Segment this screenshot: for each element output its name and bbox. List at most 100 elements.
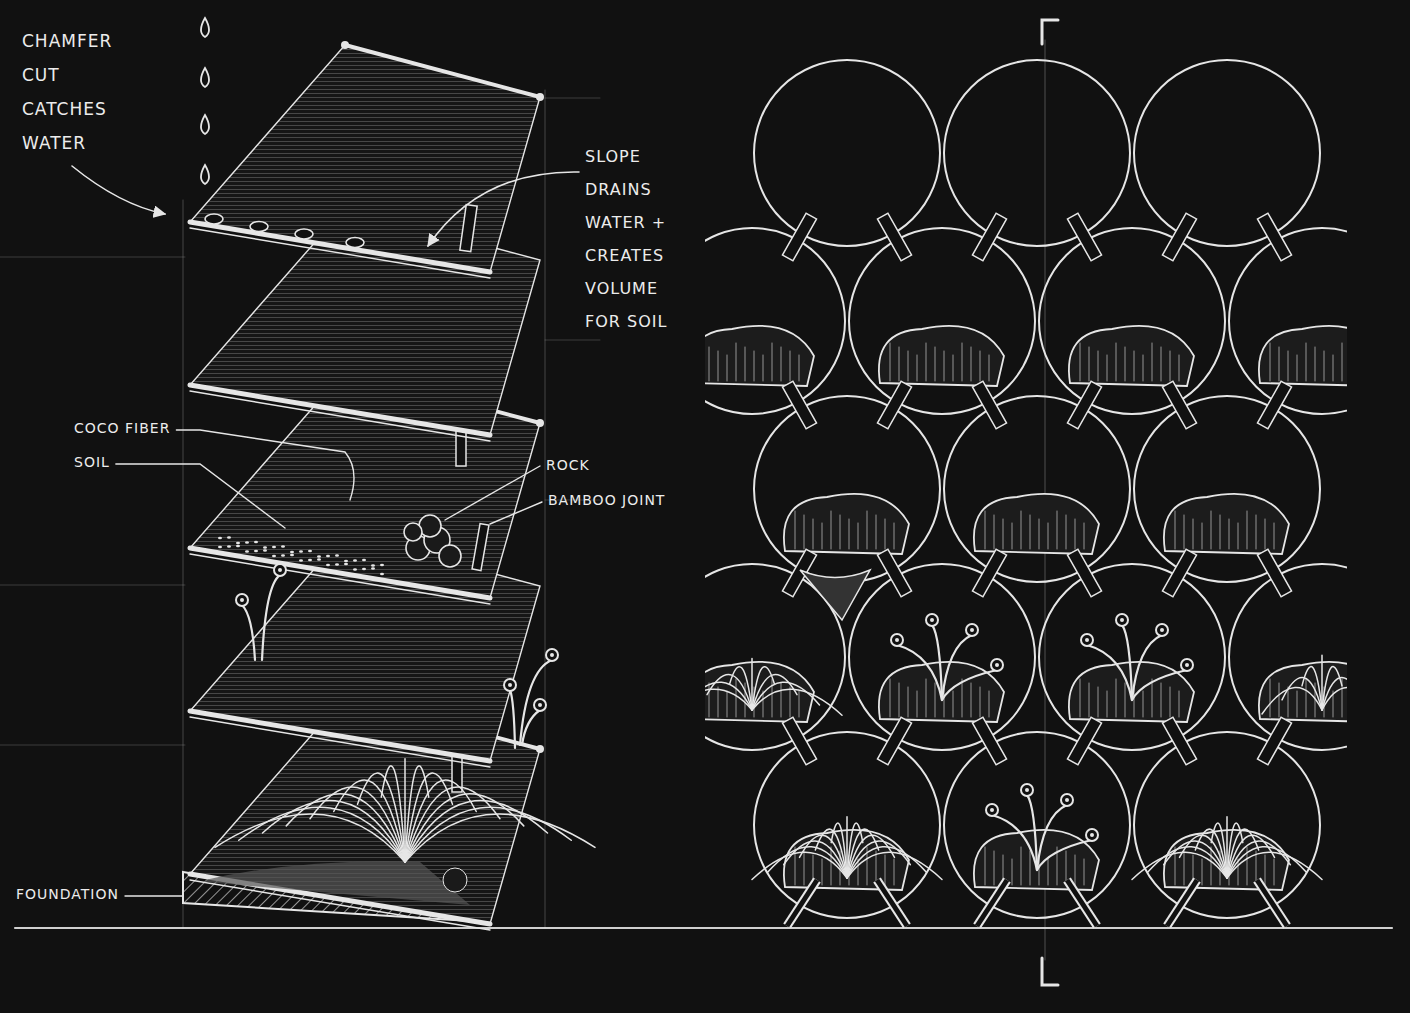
- panel-bottom-edge: [190, 711, 490, 761]
- bamboo-leg-core: [1167, 880, 1197, 926]
- soil-hatch: [985, 511, 986, 549]
- bamboo-joint: [877, 381, 911, 429]
- guide-line: [545, 98, 600, 99]
- flower-head: [986, 804, 998, 816]
- flower-head: [534, 699, 546, 711]
- flower: [942, 624, 978, 700]
- flower-head: [1061, 794, 1073, 806]
- flower-head: [236, 594, 248, 606]
- soil-hatch: [1107, 355, 1108, 381]
- soil-hatch: [1306, 679, 1307, 717]
- guide-line: [545, 90, 546, 928]
- soil-hatch: [799, 691, 800, 717]
- soil-hatch: [1270, 343, 1271, 381]
- soil-hatch: [1265, 519, 1266, 549]
- soil-hatch: [804, 851, 805, 885]
- flower: [262, 564, 286, 660]
- soil-speck: [380, 564, 384, 566]
- leader-line: [125, 895, 182, 896]
- flower: [522, 699, 546, 745]
- water-drop: [201, 68, 209, 87]
- soil-hatch: [790, 351, 791, 381]
- soil-outline: [974, 494, 1099, 554]
- soil-speck: [254, 550, 258, 552]
- soil-hatch: [1125, 347, 1126, 381]
- flower-center: [1185, 663, 1189, 667]
- planter-ring: [754, 396, 940, 582]
- planter-ring: [705, 228, 845, 414]
- panel-corner: [536, 419, 544, 427]
- soil-hatch: [971, 683, 972, 717]
- plant-frond: [705, 689, 752, 715]
- soil-hatch: [1274, 523, 1275, 549]
- bamboo-joint: [782, 213, 816, 261]
- bamboo-joint: [1067, 381, 1101, 429]
- flower: [236, 594, 255, 660]
- soil-speck: [272, 555, 276, 557]
- planter-wall-elevation: [705, 60, 1347, 926]
- soil-speck: [308, 559, 312, 561]
- bamboo-joint: [1162, 213, 1196, 261]
- soil-speck: [281, 545, 285, 547]
- flower: [891, 634, 942, 700]
- soil-hatch: [849, 519, 850, 549]
- flower-center: [240, 598, 244, 602]
- soil-hatch: [867, 511, 868, 549]
- plant-frond: [1227, 841, 1290, 878]
- soil-hatch: [885, 855, 886, 885]
- planter-ring: [944, 60, 1130, 246]
- water-drop: [201, 165, 209, 184]
- soil-hatch: [736, 679, 737, 717]
- leader-arrow: [428, 172, 579, 246]
- flower-head: [1086, 829, 1098, 841]
- sketch-annotation: SOIL: [74, 452, 110, 472]
- plant-frond: [768, 847, 847, 878]
- flower: [926, 614, 942, 700]
- bamboo-joint: [972, 381, 1006, 429]
- soil-hatch: [1098, 687, 1099, 717]
- soil-hatch: [1084, 523, 1085, 549]
- soil-hatch: [1184, 851, 1185, 885]
- soil-speck: [227, 536, 231, 538]
- soil-hatch: [926, 343, 927, 381]
- soil-hatch: [1080, 343, 1081, 381]
- soil-hatch: [840, 515, 841, 549]
- exploded-panel-stack: [183, 41, 544, 930]
- soil-hatch: [971, 347, 972, 381]
- planter-ring: [1134, 60, 1320, 246]
- planter-ring: [944, 396, 1130, 582]
- flower: [1132, 624, 1168, 700]
- plant-fronds: [705, 658, 842, 715]
- soil-hatch: [1229, 519, 1230, 549]
- flower-head: [1081, 634, 1093, 646]
- soil-hatch: [709, 683, 710, 717]
- soil-speck: [326, 564, 330, 566]
- soil-hatch: [831, 511, 832, 549]
- flower-center: [1025, 788, 1029, 792]
- flower-stem: [942, 635, 972, 700]
- guide-line: [183, 200, 184, 928]
- panel-bottom-edge: [190, 228, 490, 278]
- soil-hatch: [781, 683, 782, 717]
- flower-center: [970, 628, 974, 632]
- flower-center: [1120, 618, 1124, 622]
- soil-hatch: [1193, 519, 1194, 549]
- plant-frond: [1180, 835, 1228, 878]
- soil-mound: [784, 494, 909, 554]
- flower-center: [995, 663, 999, 667]
- bamboo-joint: [1067, 549, 1101, 597]
- soil-speck: [290, 554, 294, 556]
- soil-speck: [245, 550, 249, 552]
- soil-band: [205, 861, 470, 905]
- soil-hatch: [890, 679, 891, 717]
- soil-hatch: [876, 851, 877, 885]
- soil-hatch: [1048, 523, 1049, 549]
- soil-hatch: [727, 691, 728, 717]
- soil-hatch: [745, 347, 746, 381]
- bamboo-joint: [1257, 549, 1291, 597]
- plant-fronds: [752, 817, 942, 880]
- soil-hatch: [1152, 679, 1153, 717]
- flower-head: [966, 624, 978, 636]
